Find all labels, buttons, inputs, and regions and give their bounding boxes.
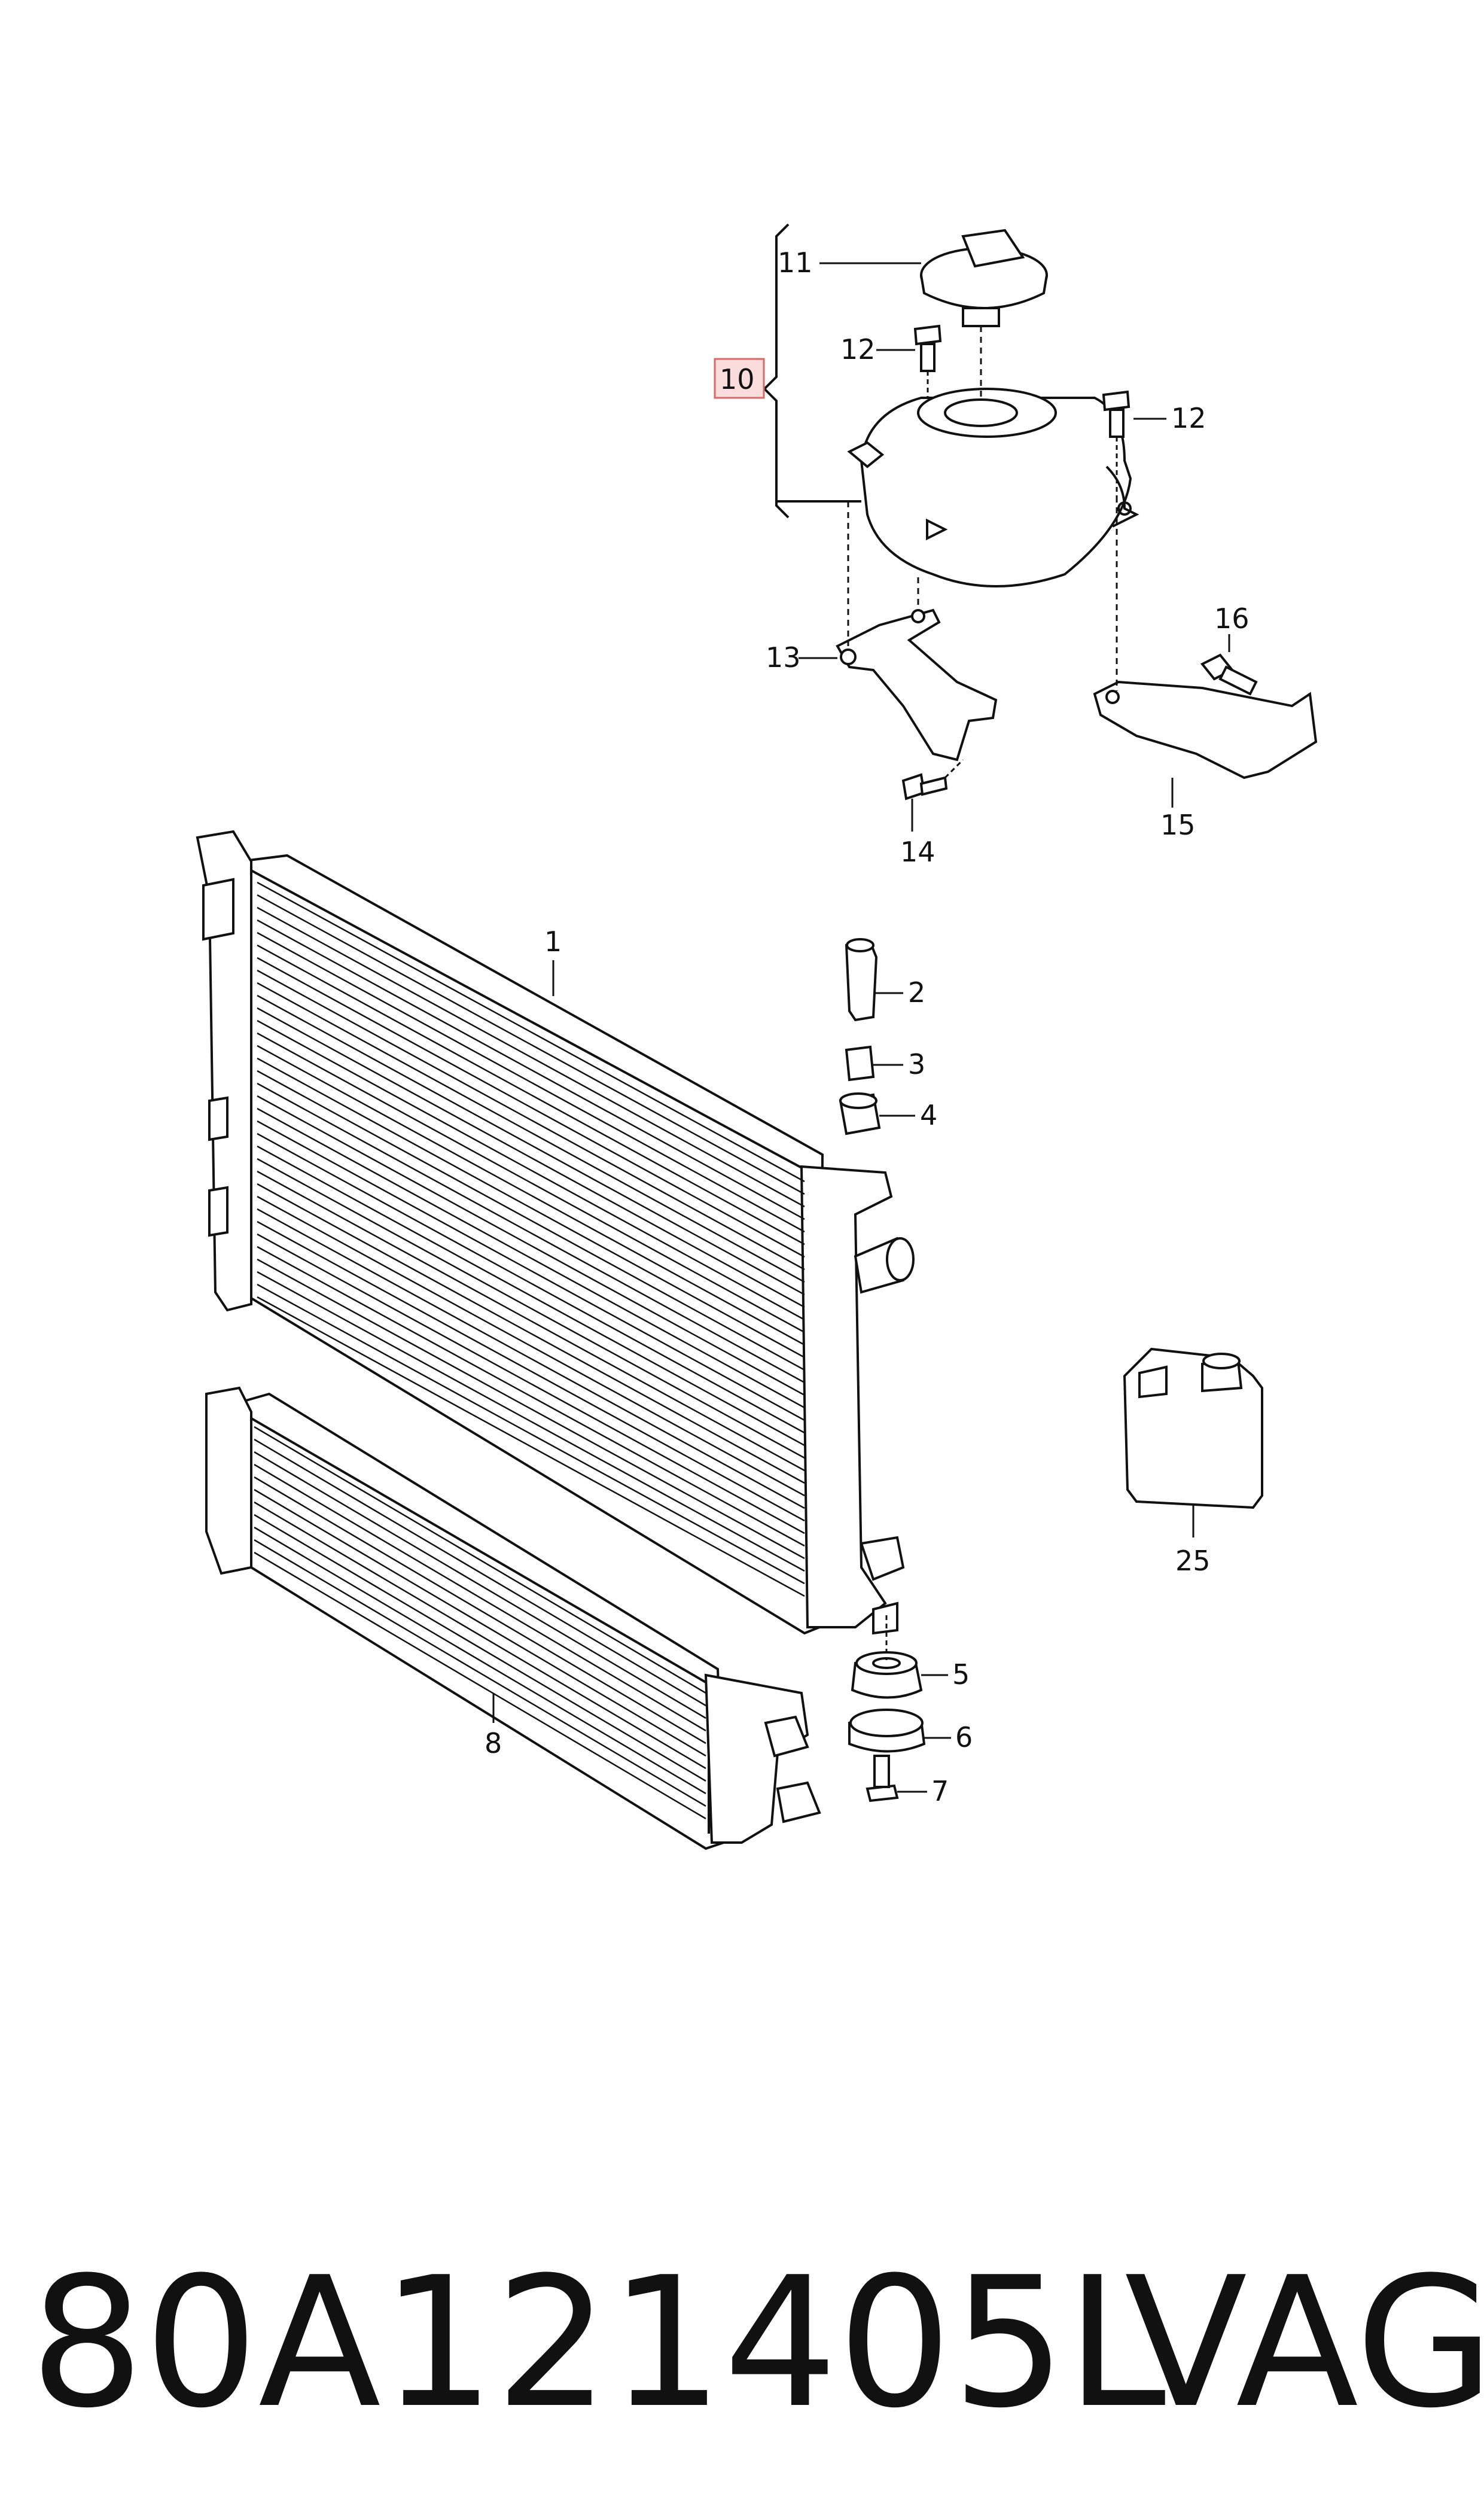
fin-line: [254, 1551, 706, 1820]
bolt-7: [866, 1755, 899, 1803]
callout-15[interactable]: 15: [1160, 809, 1196, 841]
fin-line: [257, 1082, 805, 1384]
callout-25[interactable]: 25: [1175, 1545, 1211, 1577]
fin-line: [257, 1233, 805, 1534]
fin-line: [257, 1057, 805, 1359]
fin-line: [257, 1032, 805, 1333]
coolant-bottle: [1123, 1347, 1263, 1537]
fin-line: [257, 1019, 805, 1321]
rubber-mount-5: [851, 1651, 923, 1699]
fin-line: [254, 1539, 706, 1807]
aux-radiator-fins: [254, 1426, 706, 1820]
fin-line: [254, 1488, 706, 1757]
fin-line: [257, 969, 805, 1271]
fin-line: [254, 1514, 706, 1782]
fin-line: [254, 1501, 706, 1770]
fin-line: [257, 894, 805, 1195]
callout-16[interactable]: 16: [1214, 602, 1250, 635]
fin-line: [257, 994, 805, 1296]
expansion-tank-group: [763, 223, 1139, 587]
callout-8[interactable]: 8: [484, 1727, 502, 1759]
callout-2[interactable]: 2: [908, 976, 925, 1009]
fin-line: [257, 881, 805, 1183]
fin-line: [257, 1070, 805, 1371]
bolt-16: [1200, 653, 1258, 696]
screw-12-right: [1102, 390, 1130, 497]
fin-line: [257, 1208, 805, 1509]
callout-4[interactable]: 4: [920, 1099, 937, 1131]
bracket-13: [836, 501, 998, 762]
radiator-fins: [257, 881, 805, 1597]
brand-name: VAG: [1125, 2239, 1484, 2447]
fin-line: [257, 1158, 805, 1459]
callout-labels: 1 2 3 4 5 6 7 8 10 11 12 12 13 14 15 16 …: [484, 246, 1250, 1807]
callout-6[interactable]: 6: [955, 1721, 973, 1753]
fin-line: [257, 982, 805, 1283]
fin-line: [257, 1170, 805, 1472]
fin-line: [257, 1258, 805, 1560]
callout-13[interactable]: 13: [766, 641, 801, 674]
auxiliary-radiator: [205, 1386, 821, 1850]
leader-lines: [492, 262, 1230, 1793]
rubber-mount-6: [848, 1709, 926, 1753]
fin-line: [254, 1526, 706, 1795]
fin-line: [257, 931, 805, 1233]
screw-14: [901, 759, 964, 800]
fin-line: [257, 1095, 805, 1396]
fin-line: [257, 1120, 805, 1421]
fin-line: [254, 1426, 706, 1694]
fin-line: [257, 957, 805, 1258]
fin-line: [257, 1195, 805, 1497]
callout-14[interactable]: 14: [900, 836, 936, 868]
fin-line: [254, 1451, 706, 1719]
callout-10[interactable]: 10: [720, 363, 755, 395]
fin-line: [257, 1145, 805, 1447]
screw-12-left: [913, 324, 942, 398]
fin-line: [257, 919, 805, 1220]
rubber-mount-4: [839, 1092, 881, 1135]
callout-7[interactable]: 7: [931, 1775, 949, 1807]
callout-3[interactable]: 3: [908, 1048, 925, 1080]
callout-12-right[interactable]: 12: [1171, 402, 1206, 434]
fin-line: [257, 1296, 805, 1597]
part-number: 80A121405L: [30, 2239, 1167, 2447]
rubber-mount-3: [845, 1045, 875, 1082]
tank-cap: [920, 229, 1048, 327]
fin-line: [257, 906, 805, 1208]
fin-line: [254, 1476, 706, 1744]
callout-10-highlight: [714, 358, 765, 399]
fin-line: [257, 1132, 805, 1434]
fin-line: [257, 1045, 805, 1346]
fin-line: [254, 1463, 706, 1732]
bracket-15: [1093, 497, 1318, 780]
fin-line: [257, 1283, 805, 1585]
fin-line: [257, 1183, 805, 1484]
fin-line: [257, 1271, 805, 1572]
fin-line: [257, 1220, 805, 1522]
rubber-mount-2: [845, 938, 878, 1022]
callout-11[interactable]: 11: [778, 246, 813, 279]
fin-line: [257, 1246, 805, 1547]
callout-1[interactable]: 1: [544, 925, 562, 958]
fin-line: [257, 1107, 805, 1409]
fin-line: [257, 944, 805, 1246]
callout-5[interactable]: 5: [952, 1658, 970, 1691]
expansion-tank: [860, 397, 1132, 587]
fin-line: [254, 1438, 706, 1707]
callout-12-left[interactable]: 12: [840, 333, 876, 366]
fin-line: [257, 1007, 805, 1308]
